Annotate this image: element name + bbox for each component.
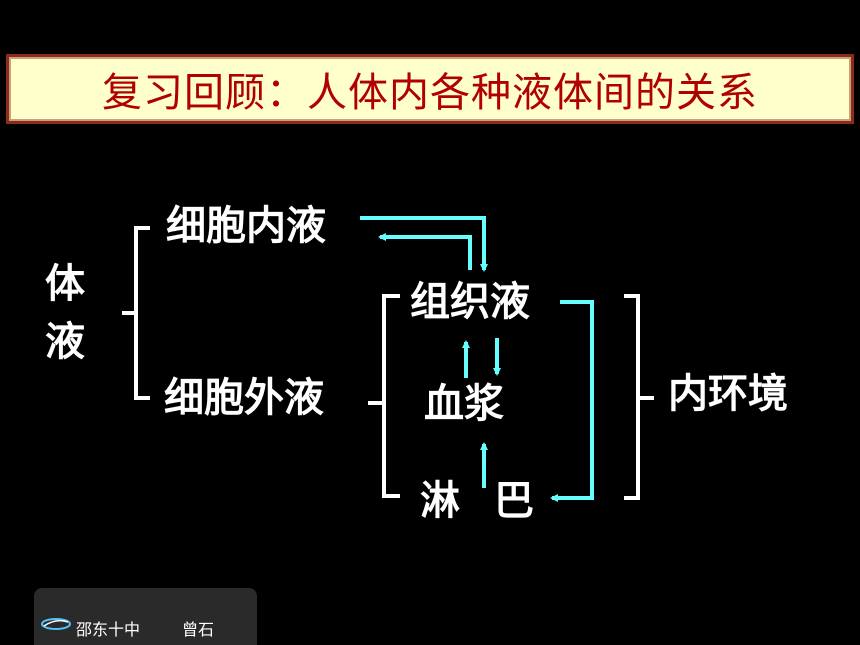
body-fluid-char1-label: 体	[45, 261, 85, 307]
intracellular-fluid-label: 细胞内液	[166, 203, 326, 249]
footer-credit: 邵东十中 曾石	[34, 588, 257, 645]
footer-author-name: 曾石	[182, 620, 215, 639]
arrow-tissue-to-lymph	[550, 300, 594, 502]
extracellular-bracket	[368, 294, 400, 498]
body-fluid-char2-label: 液	[45, 319, 85, 365]
body-fluid-bracket	[122, 226, 150, 400]
lymph-char1-label: 淋	[420, 478, 460, 524]
arrow-intracellular-to-tissue	[360, 216, 488, 272]
footer-school-name: 邵东十中	[76, 620, 141, 639]
plasma-label: 血浆	[424, 381, 504, 427]
title-banner: 复习回顾：人体内各种液体间的关系	[6, 54, 854, 124]
internal-environment-label: 内环境	[668, 371, 788, 417]
arrow-tissue-to-intracellular	[378, 233, 472, 270]
extracellular-fluid-label: 细胞外液	[164, 375, 324, 421]
lymph-char2-label: 巴	[494, 478, 534, 524]
tissue-fluid-label: 组织液	[410, 279, 530, 325]
slide-title: 复习回顾：人体内各种液体间的关系	[102, 70, 758, 116]
swirl-logo-icon	[41, 618, 71, 630]
internal-env-bracket	[624, 294, 654, 500]
